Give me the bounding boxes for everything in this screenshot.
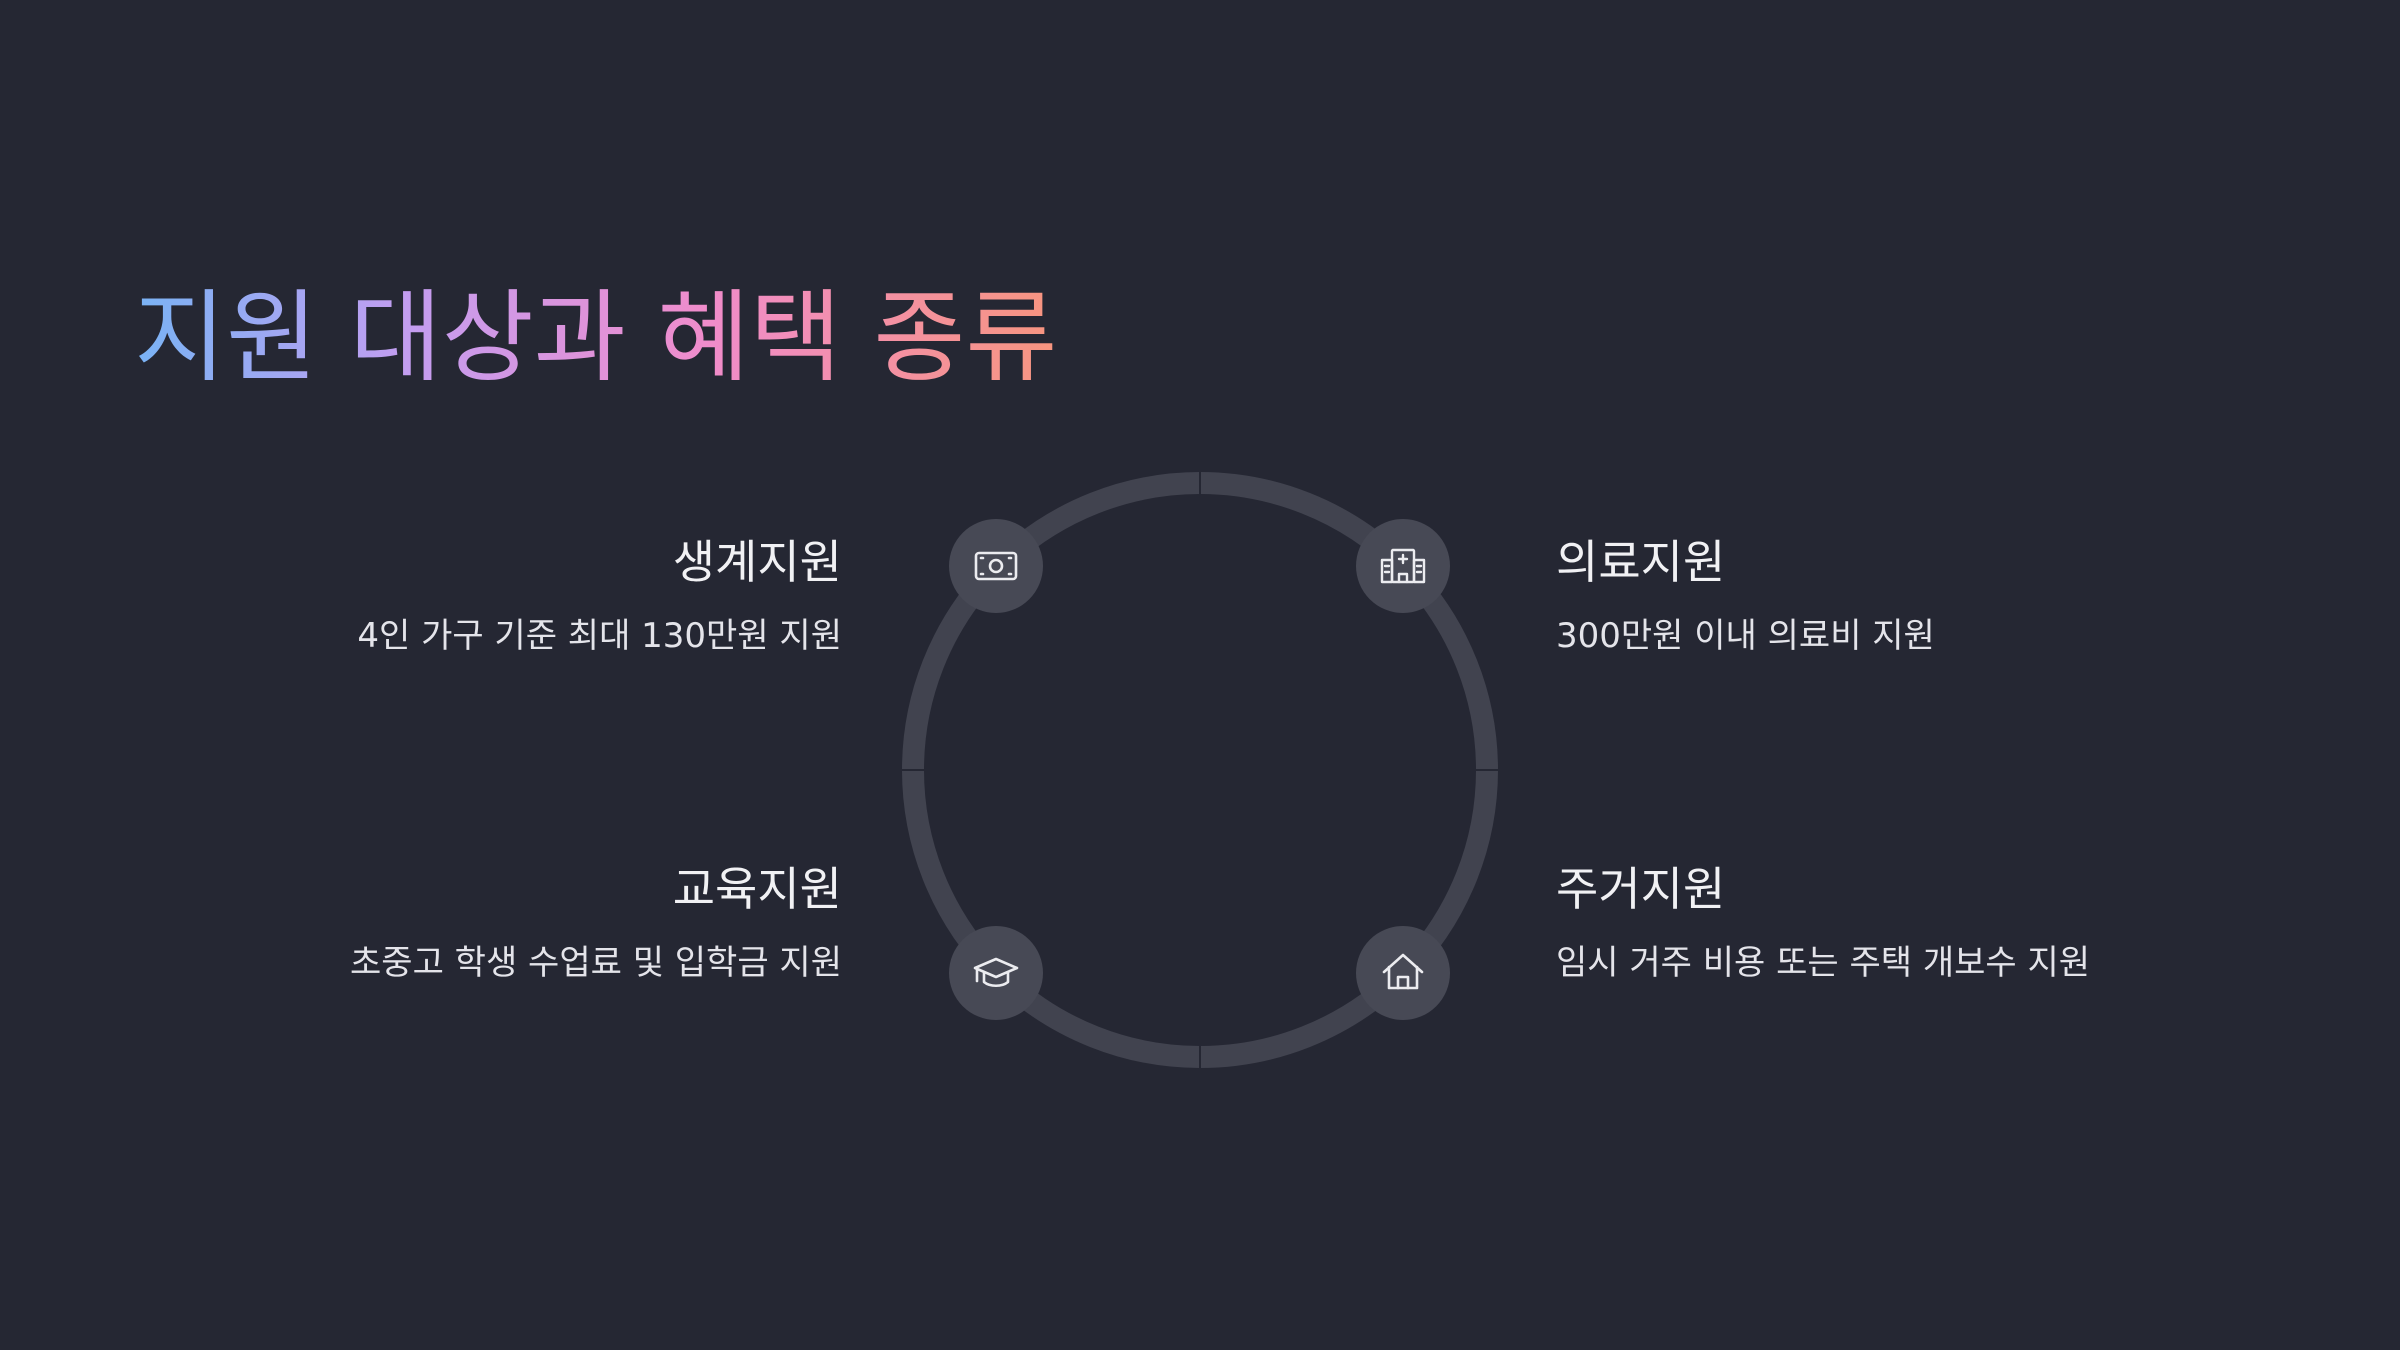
hospital-icon (1380, 548, 1426, 584)
item-title: 의료지원 (1556, 535, 1726, 589)
money-icon (974, 551, 1018, 581)
item-medical-support: 의료지원 300만원 이내 의료비 지원 (1556, 532, 2276, 660)
house-icon (1382, 953, 1424, 990)
node-housing-support (1356, 926, 1450, 1020)
item-title: 생계지원 (672, 535, 842, 589)
item-description: 임시 거주 비용 또는 주택 개보수 지원 (1556, 943, 2091, 983)
item-housing-support: 주거지원 임시 거주 비용 또는 주택 개보수 지원 (1556, 859, 2276, 987)
node-living-support (949, 519, 1043, 613)
graduation-cap-icon (973, 957, 1019, 988)
item-living-support: 생계지원 4인 가구 기준 최대 130만원 지원 (122, 532, 842, 660)
item-description: 4인 가구 기준 최대 130만원 지원 (357, 616, 842, 656)
page-title: 지원 대상과 혜택 종류 (134, 268, 1057, 408)
item-description: 300만원 이내 의료비 지원 (1556, 616, 1935, 656)
item-title: 주거지원 (1556, 862, 1726, 916)
item-title: 교육지원 (672, 862, 842, 916)
item-description: 초중고 학생 수업료 및 입학금 지원 (350, 943, 842, 983)
node-medical-support (1356, 519, 1450, 613)
node-education-support (949, 926, 1043, 1020)
item-education-support: 교육지원 초중고 학생 수업료 및 입학금 지원 (122, 859, 842, 987)
